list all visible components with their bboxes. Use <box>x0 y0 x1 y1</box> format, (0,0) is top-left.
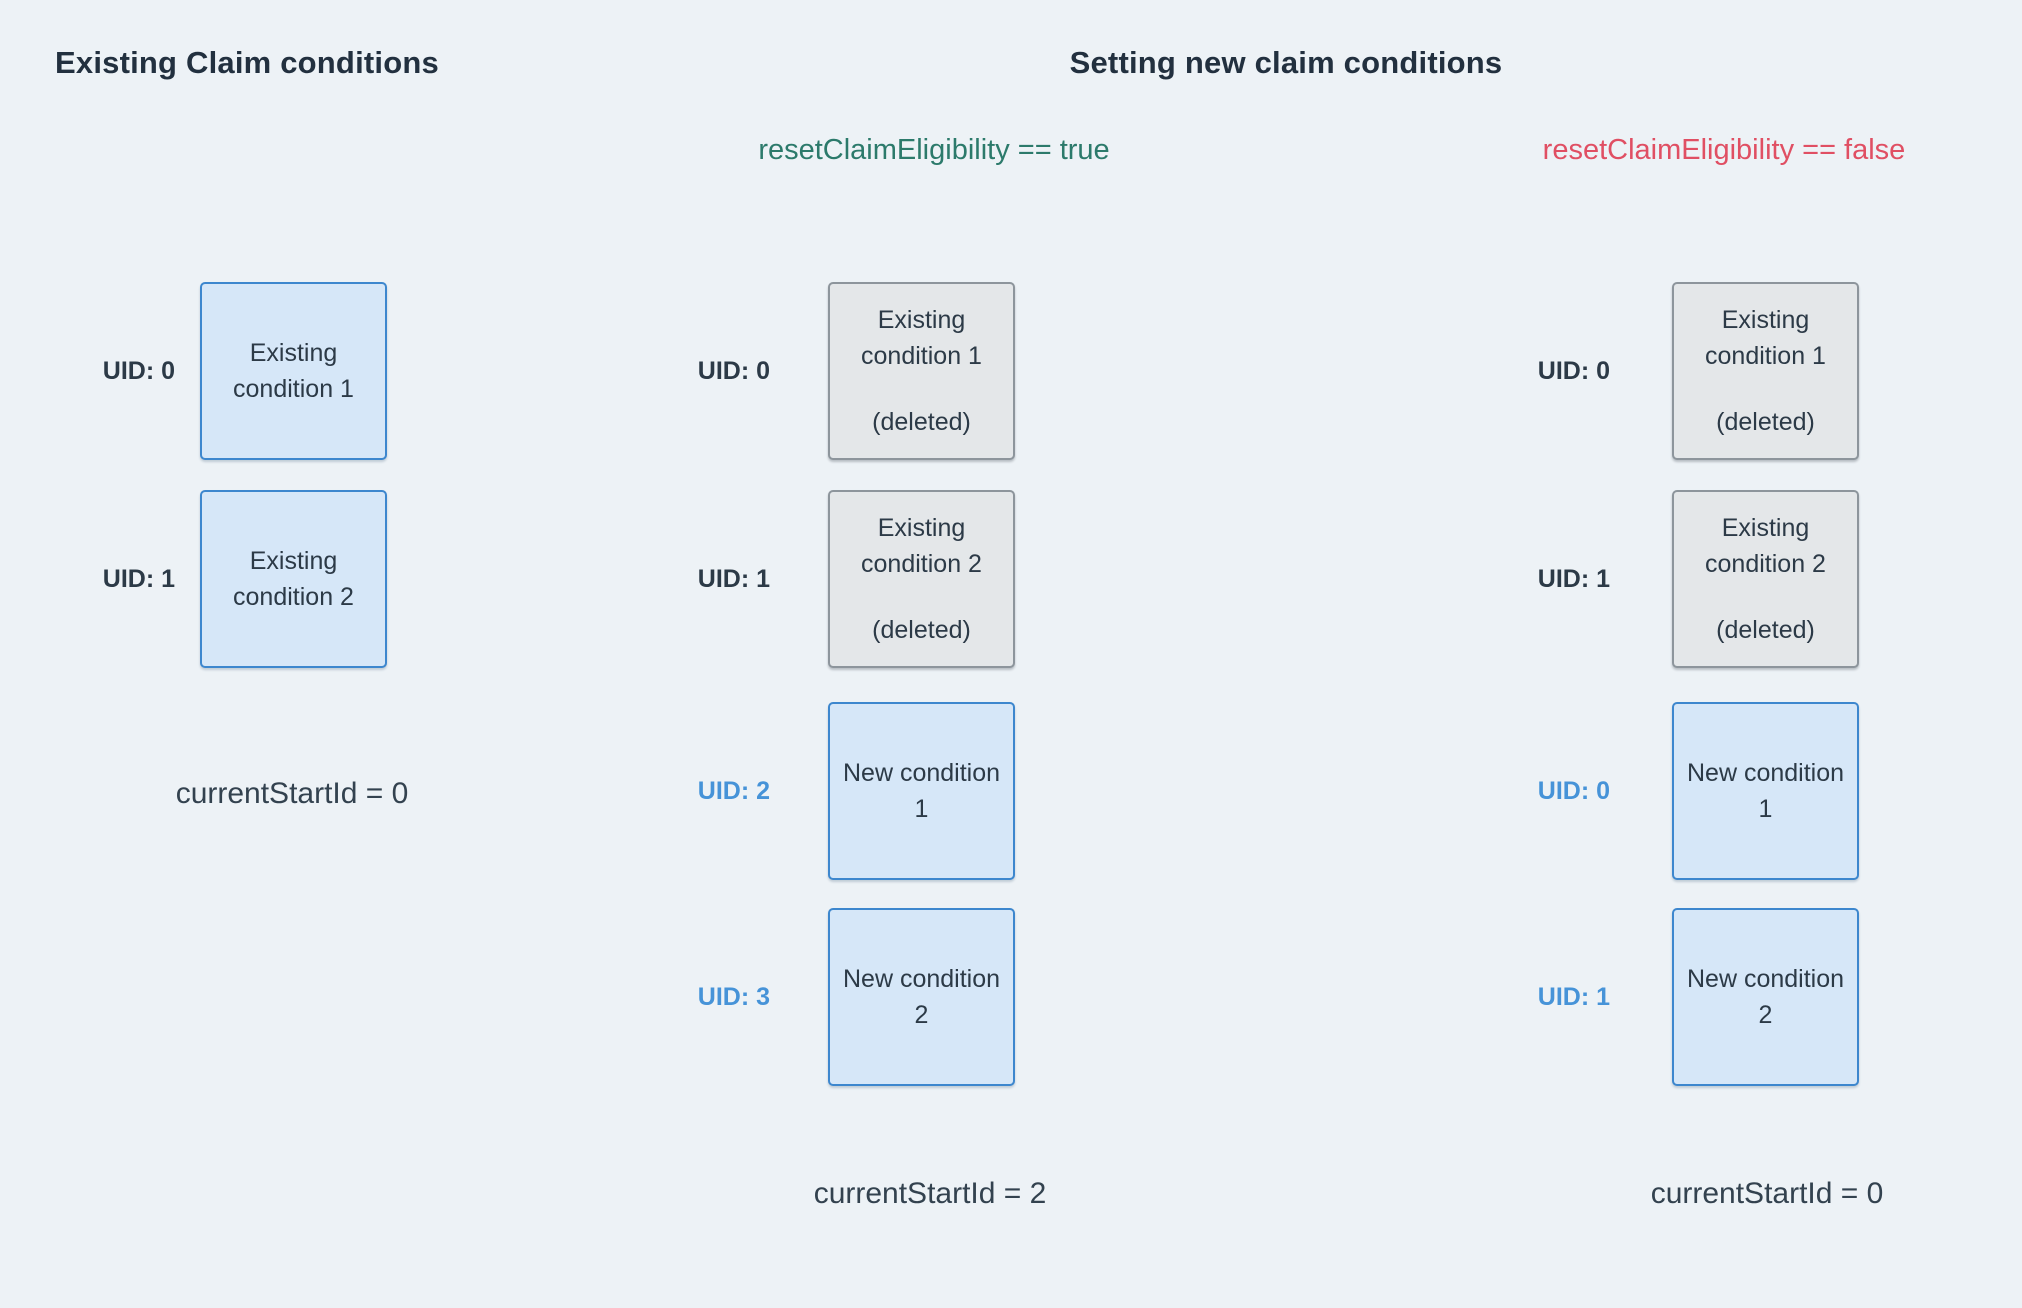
setting-new-claim-conditions-title: Setting new claim conditions <box>1069 45 1503 80</box>
uid-label: UID: 0 <box>102 357 175 385</box>
condition-box-deleted-1: Existing condition 1 (deleted) <box>1672 282 1859 460</box>
uid-label: UID: 0 <box>697 357 770 385</box>
condition-box-new-2: New condition 2 <box>828 908 1015 1086</box>
reset-claim-eligibility-true-label: resetClaimEligibility == true <box>758 134 1110 166</box>
condition-box-existing-1: Existing condition 1 <box>200 282 387 460</box>
condition-box-line1: New condition <box>1686 759 1845 787</box>
uid-label: UID: 1 <box>697 565 770 593</box>
condition-box-existing-2: Existing condition 2 <box>200 490 387 668</box>
condition-box-deleted-1: Existing condition 1 (deleted) <box>828 282 1015 460</box>
condition-box-line1: Existing <box>1721 514 1810 542</box>
uid-label: UID: 1 <box>1537 565 1610 593</box>
condition-box-line1: New condition <box>842 965 1001 993</box>
condition-box-line2: 2 <box>1758 1001 1773 1029</box>
condition-box-line2: condition 1 <box>1705 342 1826 370</box>
uid-label: UID: 0 <box>1537 357 1610 385</box>
uid-label-blue: UID: 3 <box>697 983 770 1011</box>
condition-box-line2: condition 1 <box>233 375 354 403</box>
condition-box-line2: condition 2 <box>861 550 982 578</box>
condition-box-line2: 1 <box>914 795 929 823</box>
current-start-id-right: currentStartId = 0 <box>1650 1177 1884 1210</box>
condition-box-deleted-2: Existing condition 2 (deleted) <box>828 490 1015 668</box>
current-start-id-left: currentStartId = 0 <box>175 777 409 810</box>
uid-label-blue: UID: 0 <box>1537 777 1610 805</box>
condition-box-line1: Existing <box>1721 306 1810 334</box>
condition-box-line1: Existing <box>249 547 338 575</box>
uid-label-blue: UID: 1 <box>1537 983 1610 1011</box>
uid-label: UID: 1 <box>102 565 175 593</box>
condition-box-new-1: New condition 1 <box>1672 702 1859 880</box>
condition-box-line1: Existing <box>249 339 338 367</box>
condition-box-line2: 1 <box>1758 795 1773 823</box>
condition-box-line1: Existing <box>877 514 966 542</box>
condition-box-line2: condition 2 <box>1705 550 1826 578</box>
condition-box-line1: New condition <box>1686 965 1845 993</box>
deleted-note: (deleted) <box>1716 408 1815 436</box>
uid-label-blue: UID: 2 <box>697 777 770 805</box>
deleted-note: (deleted) <box>872 408 971 436</box>
condition-box-line2: 2 <box>914 1001 929 1029</box>
condition-box-deleted-2: Existing condition 2 (deleted) <box>1672 490 1859 668</box>
existing-claim-conditions-title: Existing Claim conditions <box>55 45 439 80</box>
deleted-note: (deleted) <box>1716 616 1815 644</box>
condition-box-line1: Existing <box>877 306 966 334</box>
deleted-note: (deleted) <box>872 616 971 644</box>
condition-box-new-1: New condition 1 <box>828 702 1015 880</box>
condition-box-line1: New condition <box>842 759 1001 787</box>
condition-box-line2: condition 2 <box>233 583 354 611</box>
condition-box-new-2: New condition 2 <box>1672 908 1859 1086</box>
reset-claim-eligibility-false-label: resetClaimEligibility == false <box>1542 134 1906 166</box>
current-start-id-middle: currentStartId = 2 <box>813 1177 1047 1210</box>
condition-box-line2: condition 1 <box>861 342 982 370</box>
